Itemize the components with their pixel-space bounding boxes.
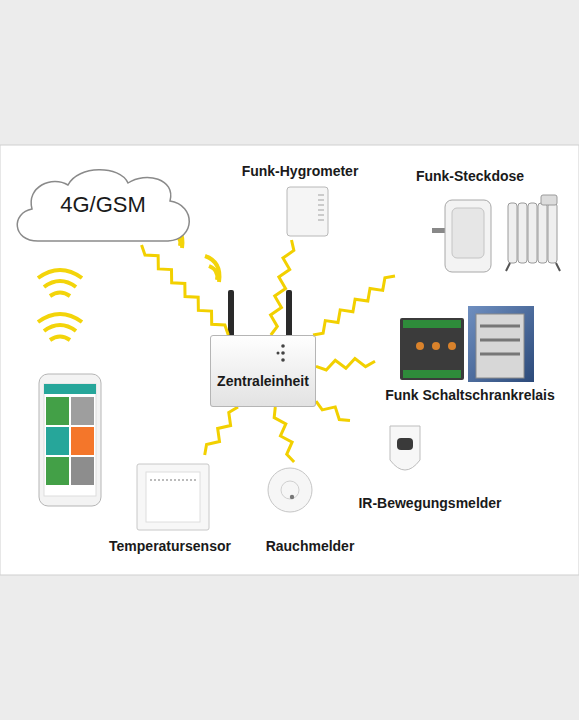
hygrometer bbox=[287, 187, 328, 236]
temperature-device: Temperatursensor bbox=[100, 455, 240, 555]
status-led bbox=[277, 352, 280, 355]
app-tile bbox=[71, 397, 94, 425]
central-unit: Zentraleinheit bbox=[210, 335, 316, 407]
vent-slots bbox=[150, 479, 196, 481]
vent-slots bbox=[318, 195, 324, 220]
device-label: Funk Schaltschrankrelais bbox=[385, 386, 555, 404]
wireless-link bbox=[274, 407, 294, 462]
device-label: Funk-Steckdose bbox=[416, 167, 524, 185]
temperature-sensor bbox=[137, 464, 209, 530]
wireless-link bbox=[316, 358, 375, 370]
smartphone bbox=[39, 374, 101, 506]
signal-wave bbox=[44, 281, 76, 287]
app-tile bbox=[71, 427, 94, 455]
device-label: Rauchmelder bbox=[266, 537, 355, 555]
signal-wave bbox=[44, 325, 76, 331]
smoke-detector bbox=[268, 468, 312, 512]
network-label: 4G/GSM bbox=[60, 192, 146, 218]
phone-screen bbox=[44, 384, 96, 496]
device-label: Funk-Hygrometer bbox=[242, 162, 359, 180]
antenna bbox=[228, 290, 234, 340]
terminal-block bbox=[403, 370, 461, 378]
detector-led bbox=[290, 495, 294, 499]
relay-module bbox=[400, 318, 464, 380]
motion-device: IR-Bewegungsmelder bbox=[350, 420, 510, 512]
motion-sensor bbox=[390, 426, 420, 470]
network-cloud: 4G/GSM bbox=[8, 165, 198, 245]
antenna bbox=[286, 290, 292, 340]
radiator-fin bbox=[518, 203, 527, 263]
socket-face bbox=[452, 208, 484, 258]
app-tile bbox=[46, 457, 69, 485]
wireless-link bbox=[205, 407, 238, 455]
radiator-fin bbox=[538, 203, 547, 263]
wireless-link bbox=[271, 240, 294, 335]
signal-wave bbox=[209, 266, 217, 280]
app-tile bbox=[46, 427, 69, 455]
cloud-outline bbox=[17, 170, 189, 241]
central-unit-body bbox=[210, 335, 316, 407]
socket-device: Funk-Steckdose bbox=[395, 167, 545, 277]
sensor-device: Funk-Hygrometer bbox=[245, 162, 355, 240]
device-label: IR-Bewegungsmelder bbox=[358, 494, 501, 512]
din-rails bbox=[480, 326, 520, 354]
radiator-control bbox=[541, 195, 557, 205]
white-panel bbox=[0, 145, 579, 575]
wireless-link bbox=[316, 401, 350, 420]
signal-wave bbox=[205, 256, 219, 282]
plug-prong bbox=[432, 228, 446, 233]
radio-socket bbox=[445, 200, 491, 272]
ir-lens bbox=[397, 438, 413, 450]
signal-wave bbox=[50, 337, 70, 341]
wireless-link bbox=[313, 276, 395, 335]
radiator-feet bbox=[506, 263, 560, 271]
device-label: Zentraleinheit bbox=[217, 372, 309, 390]
switch-cabinet bbox=[476, 314, 524, 378]
app-header bbox=[44, 384, 96, 394]
sensor-cover bbox=[146, 472, 200, 522]
wireless-link bbox=[142, 245, 229, 335]
relay-knob bbox=[416, 342, 424, 350]
relay-knob bbox=[432, 342, 440, 350]
terminal-block bbox=[403, 320, 461, 328]
status-led bbox=[281, 344, 285, 348]
relay-knob bbox=[448, 342, 456, 350]
device-label: Temperatursensor bbox=[109, 537, 231, 555]
signal-wave bbox=[50, 293, 70, 297]
app-tile bbox=[46, 397, 69, 425]
radiator-fin bbox=[528, 203, 537, 263]
app-tile bbox=[71, 457, 94, 485]
status-led bbox=[281, 358, 285, 362]
status-led bbox=[281, 351, 285, 355]
signal-wave bbox=[38, 270, 82, 278]
relay-device: Funk Schaltschrankrelais bbox=[375, 302, 565, 404]
radiator-fin bbox=[548, 203, 557, 263]
cabinet-photo bbox=[468, 306, 534, 382]
signal-wave bbox=[38, 314, 82, 322]
radiator-fin bbox=[508, 203, 517, 263]
smoke-device: Rauchmelder bbox=[255, 462, 365, 555]
detector-ring bbox=[281, 481, 299, 499]
